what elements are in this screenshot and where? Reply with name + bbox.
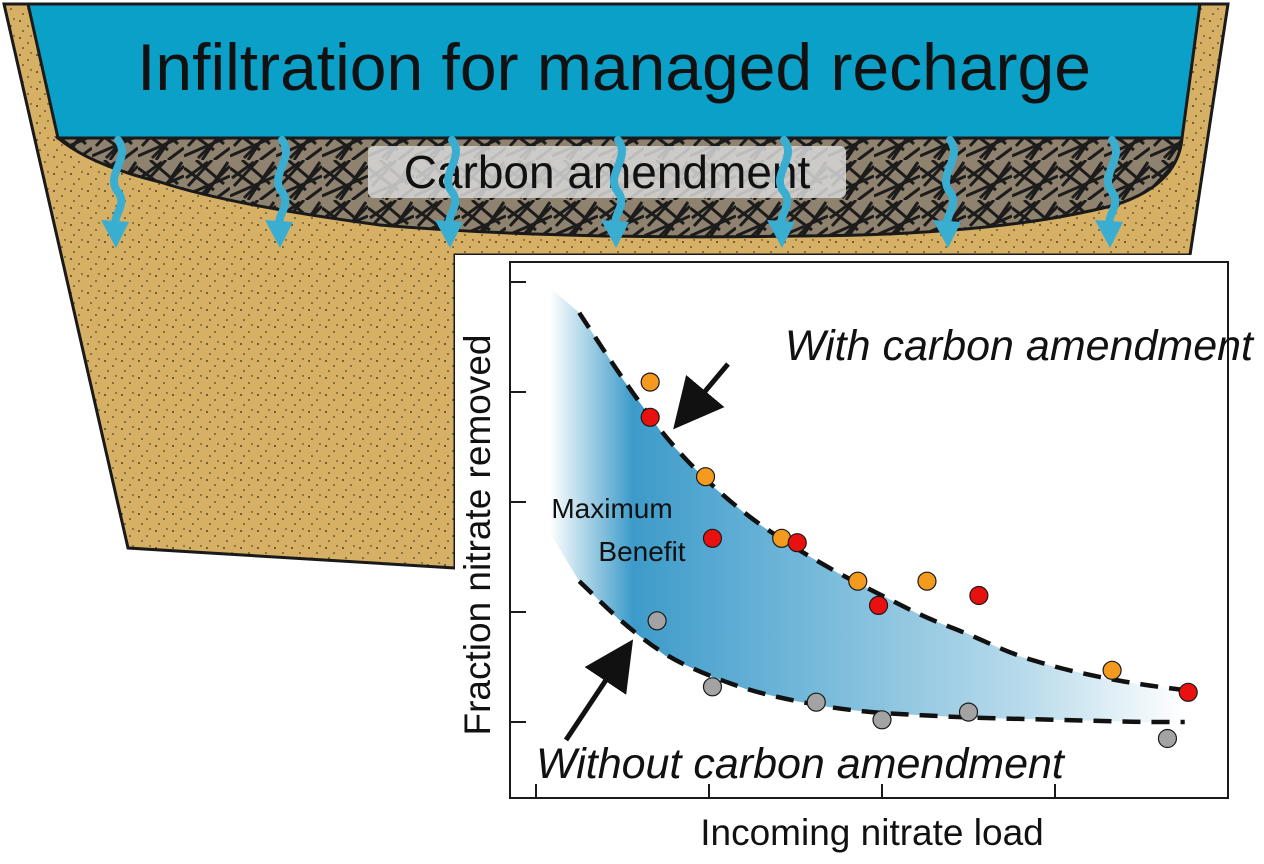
diagram-title: Infiltration for managed recharge bbox=[137, 30, 1091, 104]
arrowhead-icon bbox=[933, 220, 961, 248]
gray-data-point bbox=[1157, 728, 1178, 749]
infiltration-arrow-icon bbox=[274, 136, 290, 230]
infiltration-arrow-icon bbox=[110, 136, 126, 230]
red-data-point bbox=[1178, 682, 1198, 702]
gray-data-point bbox=[702, 677, 723, 697]
arrowhead-icon bbox=[265, 220, 293, 248]
arrowhead-icon bbox=[767, 220, 795, 248]
infiltration-arrow-icon bbox=[610, 136, 626, 230]
y-axis-label: Fraction nitrate removed bbox=[457, 334, 498, 735]
arrowhead-icon bbox=[435, 220, 463, 248]
infiltration-arrow-icon bbox=[1104, 136, 1120, 230]
orange-data-point bbox=[848, 571, 868, 591]
gray-data-point bbox=[806, 692, 826, 712]
plot-frame bbox=[509, 261, 1229, 799]
arrowhead-icon bbox=[101, 220, 129, 248]
red-data-point bbox=[868, 595, 889, 616]
infiltration-arrow-icon bbox=[776, 136, 792, 230]
arrow-icon bbox=[563, 639, 634, 742]
water-body bbox=[26, 2, 1202, 140]
red-data-point bbox=[969, 585, 989, 606]
gray-data-point bbox=[872, 710, 892, 730]
arrowhead-icon bbox=[1095, 220, 1123, 248]
orange-data-point bbox=[1102, 660, 1122, 680]
x-axis-label: Incoming nitrate load bbox=[700, 812, 1043, 853]
amendment-label-box bbox=[368, 146, 846, 198]
arrowhead-icon bbox=[601, 220, 629, 248]
benefit-label: Benefit bbox=[598, 536, 685, 567]
orange-data-point bbox=[917, 571, 937, 591]
infiltration-arrow-icon bbox=[444, 136, 460, 230]
with-amendment-label: With carbon amendment bbox=[785, 322, 1255, 370]
red-data-point bbox=[640, 407, 660, 427]
gray-data-point bbox=[958, 702, 979, 722]
maximum-benefit-band bbox=[549, 287, 1185, 722]
with-amendment-curve bbox=[577, 311, 1187, 693]
arrow-icon bbox=[673, 362, 730, 430]
infiltration-arrows bbox=[101, 136, 1123, 248]
red-data-point bbox=[702, 528, 723, 548]
red-data-point bbox=[787, 533, 807, 553]
orange-data-point bbox=[695, 467, 716, 487]
gray-data-point bbox=[647, 611, 667, 631]
without-amendment-curve bbox=[577, 579, 1185, 725]
without-amendment-label: Without carbon amendment bbox=[536, 740, 1066, 788]
infiltration-arrow-icon bbox=[942, 136, 958, 230]
orange-data-point bbox=[640, 372, 660, 392]
amendment-label: Carbon amendment bbox=[404, 146, 811, 198]
maximum-label: Maximum bbox=[551, 493, 672, 524]
